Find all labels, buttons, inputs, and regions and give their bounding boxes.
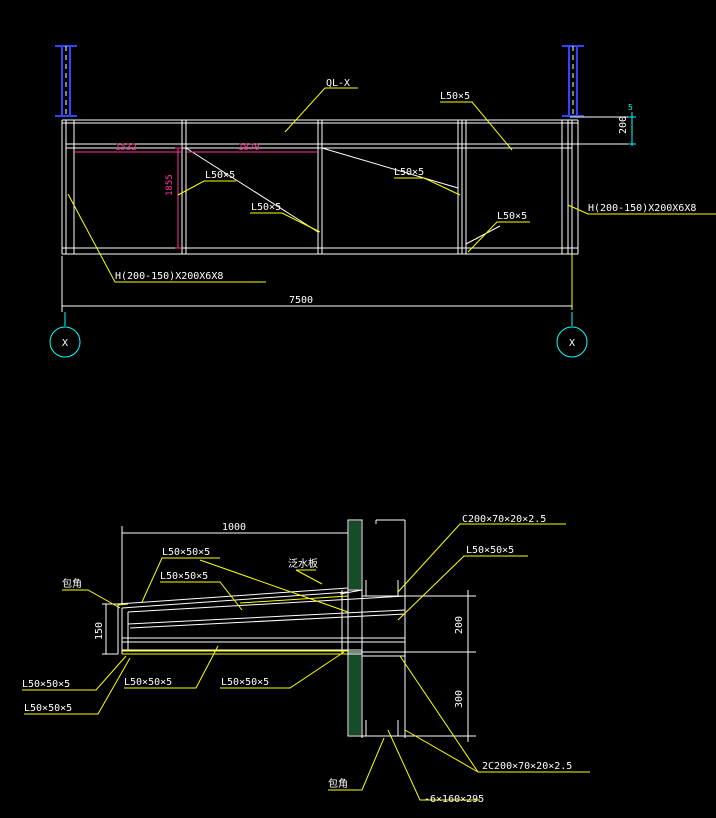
width-dimension [121,526,348,604]
right-column [562,45,584,117]
ql-label: QL-X [326,78,350,89]
section-view: 1000 C200×70×20×2.5 L50×50×5 L50×50×5 L5… [22,514,590,805]
angle-c-label: L50×5 [394,167,424,178]
axis-right-label: X [569,338,575,349]
angle-7-label: L50×50×5 [221,677,269,688]
height-dim-label: 1855 [165,174,175,196]
angle-b-label: L50×5 [251,202,281,213]
inner-dimensions [74,147,318,249]
canopy-highlights [117,595,349,655]
angle-a-label: L50×5 [205,170,235,181]
angle-2-label: L50×50×5 [162,547,210,558]
span-dimension [61,256,573,326]
side-small-dim-label: 5 [628,103,633,112]
right-dimensions [405,590,476,742]
dim-150-label: 150 [94,622,105,640]
bay1-dim-label: 1532 [115,143,137,153]
axis-bubble-left [49,326,81,358]
angle-top-right-label: L50×5 [440,91,470,102]
angle-3-label: L50×50×5 [160,571,208,582]
dim-200-label: 200 [454,616,465,634]
dim-300-label: 300 [454,690,465,708]
section-leaders [22,523,590,801]
left-column [55,45,77,117]
parapet-frame [61,116,636,255]
bay2-dim-label: 1870 [238,143,260,153]
plate-label: -6×160×295 [424,794,484,805]
angle-5-label: L50×50×5 [24,703,72,714]
left-dimension [102,603,118,655]
elevation-leaders [67,87,716,310]
angle-6-label: L50×50×5 [124,677,172,688]
beam-right-label: H(200-150)X200X6X8 [588,203,696,214]
angle-d-label: L50×5 [497,211,527,222]
axis-left-label: X [62,338,68,349]
wall-panel [347,519,363,737]
side-dim-label: 200 [618,116,629,134]
section-width-label: 1000 [222,522,246,533]
angle-1-label: L50×50×5 [466,545,514,556]
beam-left-label: H(200-150)X200X6X8 [115,271,223,282]
side-dimension [628,112,636,146]
column-section [361,519,406,738]
channel-bottom-label: 2C200×70×20×2.5 [482,761,572,772]
flashing-label: 泛水板 [288,557,318,570]
span-label: 7500 [289,295,313,306]
corner-bottom-label: 包角 [328,777,348,790]
canopy-section [117,587,406,655]
angle-4-label: L50×50×5 [22,679,70,690]
axis-bubble-right [556,326,588,358]
corner-top-label: 包角 [62,577,82,590]
channel-top-label: C200×70×20×2.5 [462,514,546,525]
elevation-view: QL-X L50×5 L50×5 L50×5 L50×5 L50×5 H(200… [49,45,716,358]
